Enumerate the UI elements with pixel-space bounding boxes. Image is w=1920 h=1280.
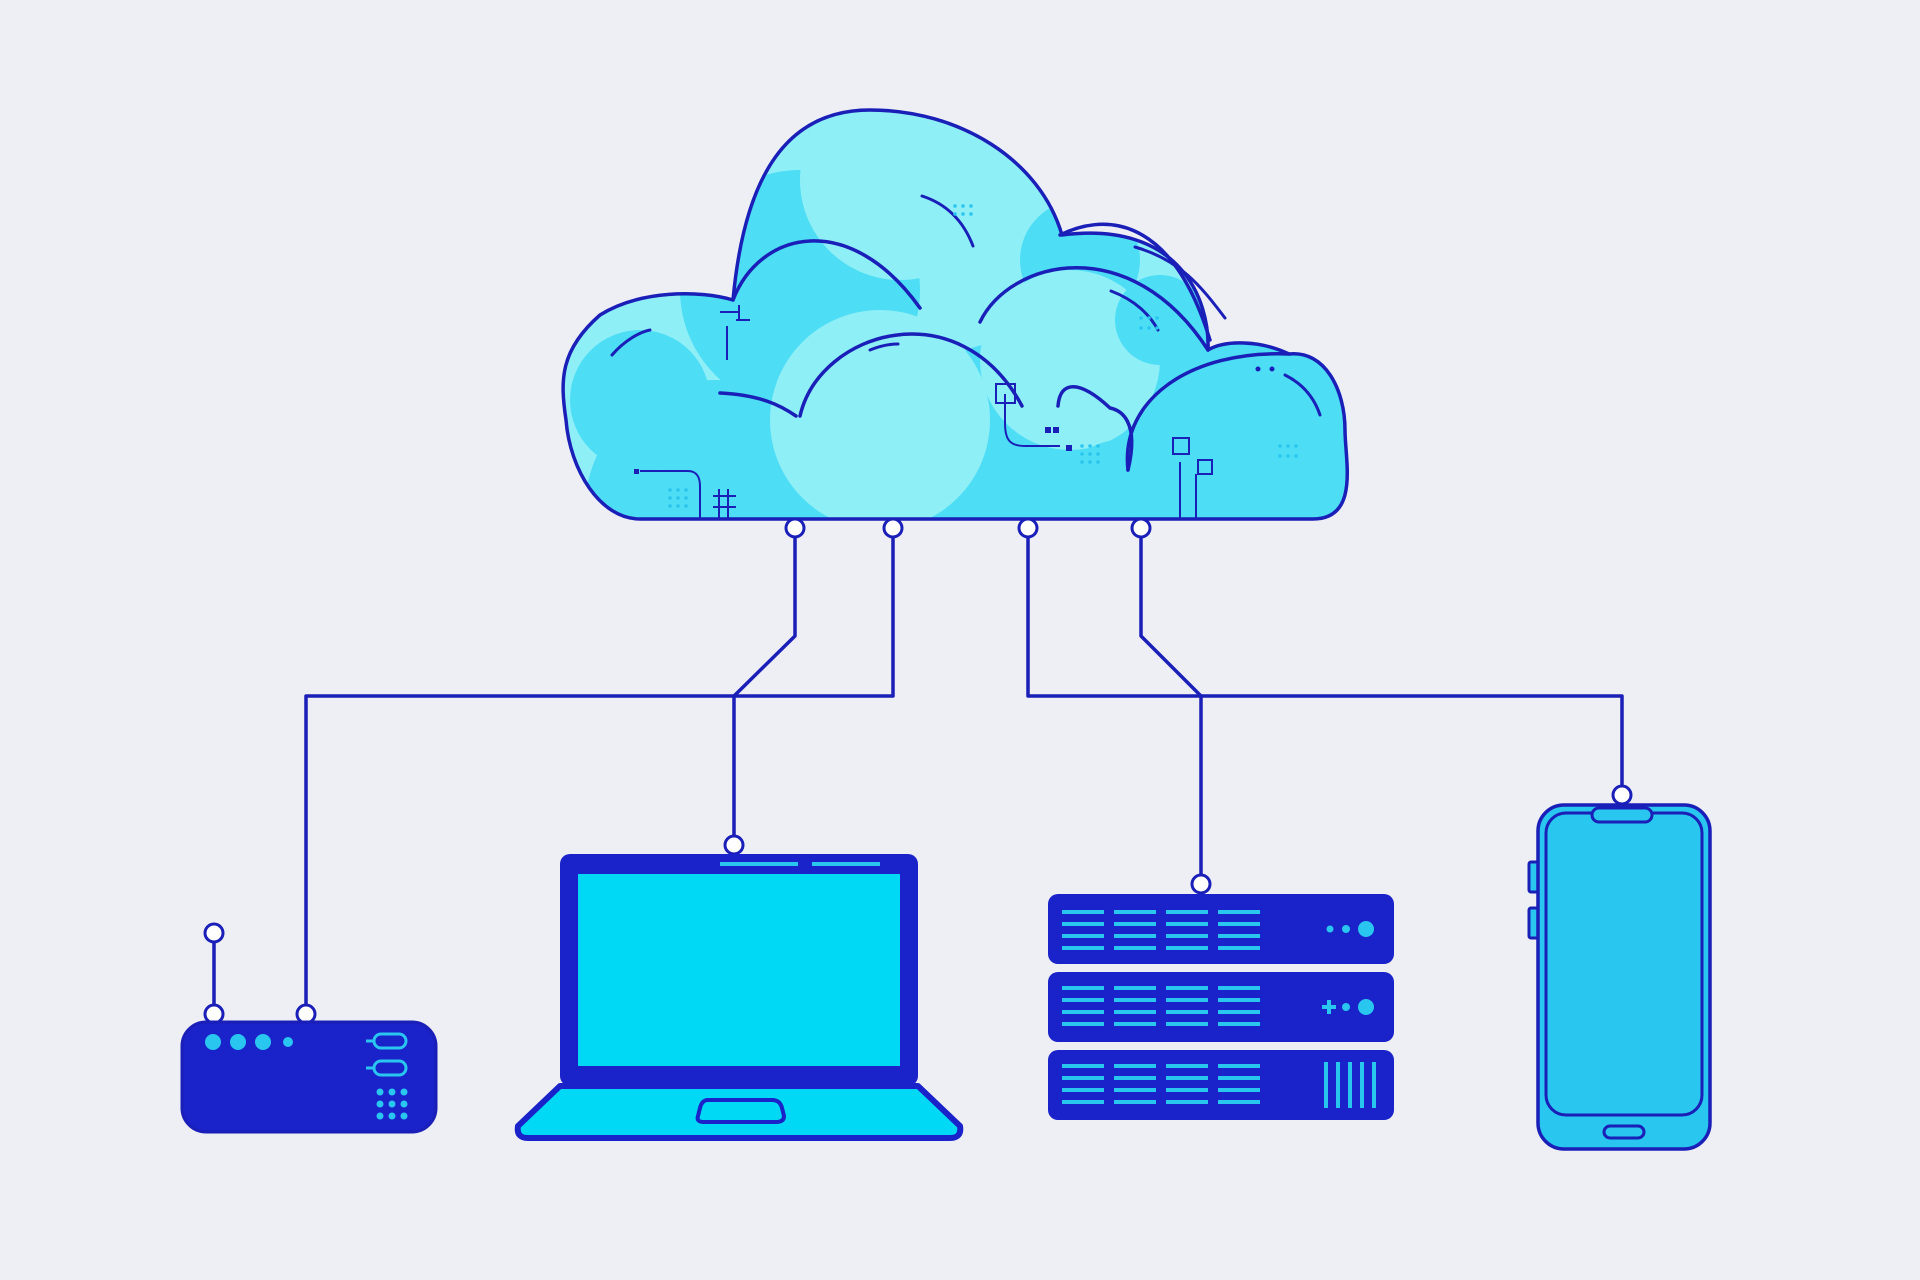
connector-cloud-smartphone bbox=[1026, 536, 1624, 795]
smartphone-icon bbox=[1527, 784, 1712, 1151]
connector-cloud-router bbox=[304, 536, 895, 1012]
router-port-grid bbox=[376, 1088, 408, 1120]
laptop-icon bbox=[514, 834, 964, 1141]
router-leds bbox=[205, 1034, 293, 1050]
server-unit-1 bbox=[1048, 894, 1394, 964]
laptop-base bbox=[514, 1083, 964, 1141]
laptop-screen bbox=[578, 874, 900, 1066]
server-rack-icon bbox=[1048, 873, 1394, 1120]
phone-notch bbox=[1590, 806, 1654, 824]
connections bbox=[304, 536, 1624, 1012]
router-icon bbox=[180, 922, 438, 1134]
connector-cloud-server bbox=[1139, 536, 1203, 884]
cloud-outline bbox=[561, 108, 1349, 521]
phone-screen bbox=[1544, 811, 1704, 1117]
server-unit-3 bbox=[1048, 1050, 1394, 1120]
cloud-ports bbox=[784, 517, 1152, 539]
laptop-touchpad bbox=[695, 1098, 787, 1124]
phone-home-button bbox=[1602, 1124, 1646, 1140]
connector-cloud-laptop bbox=[732, 536, 797, 845]
router-body bbox=[180, 1020, 438, 1134]
server-unit-2 bbox=[1048, 972, 1394, 1042]
